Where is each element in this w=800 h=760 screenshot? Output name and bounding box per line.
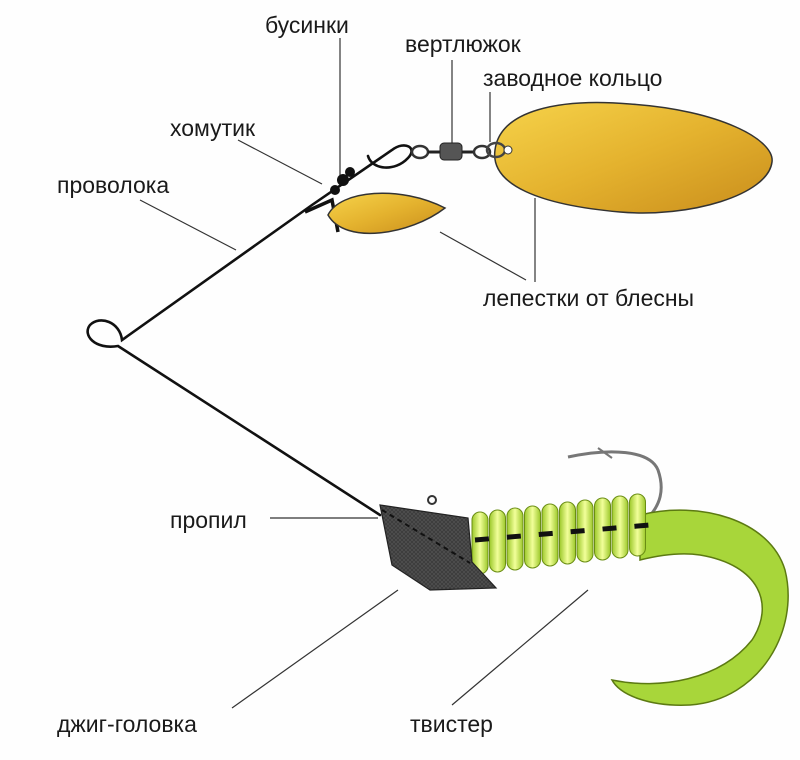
small-blade (327, 192, 447, 234)
split-ring (485, 141, 513, 159)
leader-lines (139, 38, 589, 709)
wire-frame (86, 144, 413, 517)
twister-tail (610, 509, 789, 706)
leader-twister (451, 589, 589, 706)
leader-wire (139, 199, 237, 251)
label-twister: твистер (410, 711, 493, 737)
twister-rib (489, 509, 506, 573)
hook (567, 450, 663, 520)
swivel (410, 142, 492, 161)
label-beads: бусинки (265, 12, 349, 38)
label-slot: пропил (170, 507, 247, 533)
beads (330, 167, 355, 195)
big-blade (494, 101, 773, 214)
label-jig-head: джиг-головка (57, 711, 197, 737)
leader-small-blade (439, 231, 527, 281)
leader-clamp (237, 139, 323, 185)
label-swivel: вертлюжок (405, 31, 522, 57)
jig-head-eye (427, 495, 437, 505)
label-blades: лепестки от блесны (483, 285, 694, 311)
twister-body (471, 493, 646, 575)
label-wire: проволока (57, 172, 169, 198)
twister-rib (524, 505, 541, 569)
label-clamp: хомутик (170, 115, 256, 141)
leader-jig-head (231, 589, 399, 709)
label-split-ring: заводное кольцо (483, 65, 662, 91)
